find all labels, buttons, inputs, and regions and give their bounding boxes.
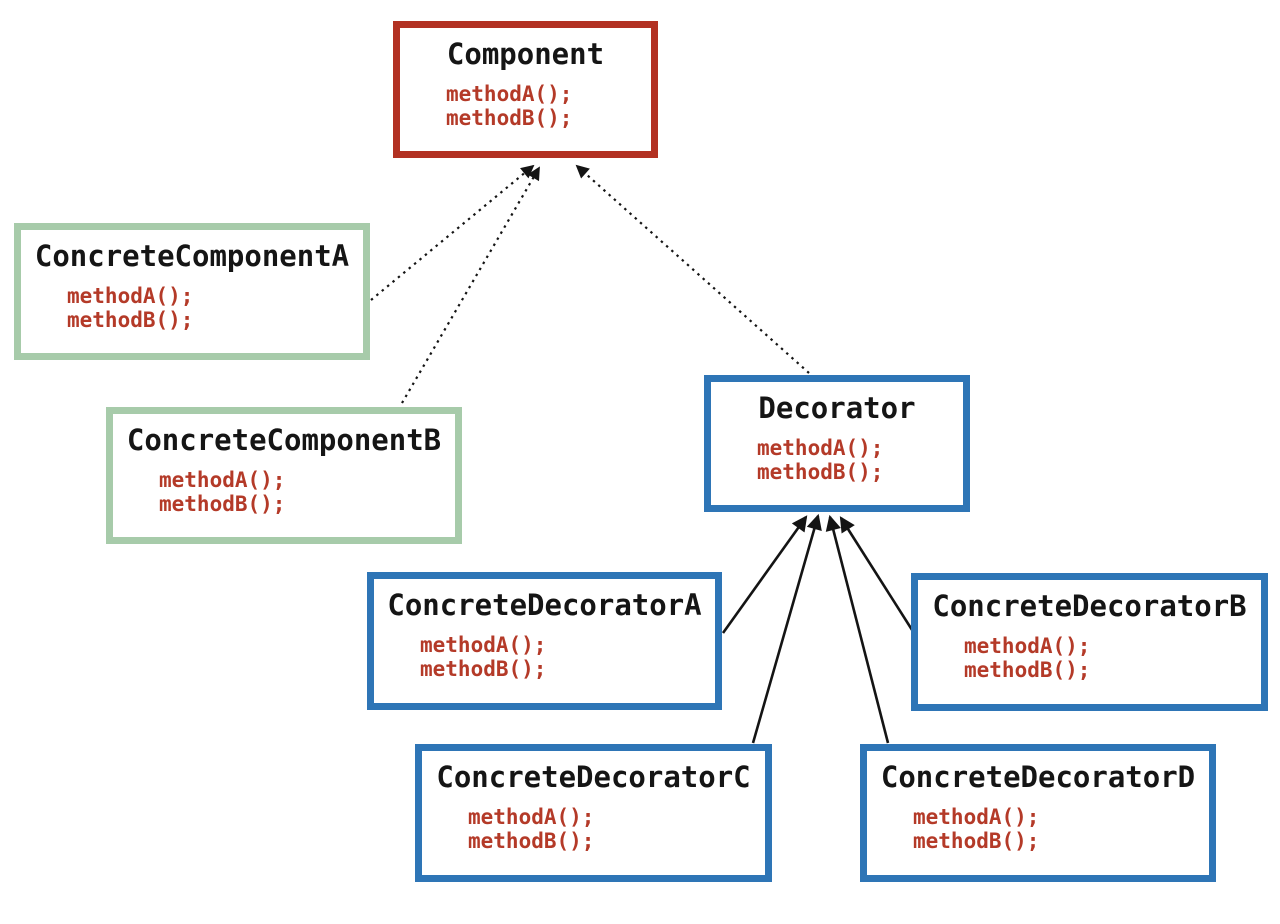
method-line: methodB();	[913, 829, 1040, 853]
method-line: methodA();	[420, 633, 547, 657]
class-title-component: Component	[446, 37, 605, 71]
arrow-concrete-decorator-a-to-decorator	[721, 515, 808, 634]
class-methods-concrete-component-b: methodA();methodB();	[159, 468, 455, 516]
arrow-concrete-component-b-to-component	[401, 166, 540, 404]
class-methods-concrete-decorator-c: methodA();methodB();	[468, 805, 765, 853]
method-line: methodB();	[468, 829, 595, 853]
class-box-component: Component methodA();methodB();	[393, 21, 658, 158]
method-line: methodA();	[964, 634, 1091, 658]
arrow-concrete-decorator-b-to-decorator	[839, 516, 916, 634]
class-box-concrete-decorator-c: ConcreteDecoratorC methodA();methodB();	[415, 744, 772, 882]
class-box-concrete-decorator-a: ConcreteDecoratorA methodA();methodB();	[367, 572, 722, 710]
method-line: methodB();	[420, 657, 547, 681]
method-line: methodB();	[446, 106, 573, 130]
class-box-concrete-component-b: ConcreteComponentB methodA();methodB();	[106, 407, 462, 544]
class-methods-concrete-decorator-a: methodA();methodB();	[420, 633, 715, 681]
method-line: methodA();	[913, 805, 1040, 829]
arrow-concrete-decorator-d-to-decorator	[825, 514, 890, 744]
class-box-concrete-decorator-b: ConcreteDecoratorB methodA();methodB();	[911, 573, 1268, 711]
class-box-concrete-decorator-d: ConcreteDecoratorD methodA();methodB();	[860, 744, 1216, 882]
class-title-concrete-decorator-c: ConcreteDecoratorC	[436, 760, 751, 794]
method-line: methodB();	[159, 492, 286, 516]
method-line: methodA();	[159, 468, 286, 492]
method-line: methodA();	[468, 805, 595, 829]
method-line: methodB();	[67, 308, 194, 332]
arrow-decorator-to-component	[575, 164, 810, 374]
class-methods-component: methodA();methodB();	[446, 82, 651, 130]
method-line: methodA();	[67, 284, 194, 308]
arrow-concrete-component-a-to-component	[370, 164, 535, 301]
class-title-concrete-decorator-d: ConcreteDecoratorD	[880, 760, 1196, 794]
method-line: methodA();	[757, 436, 884, 460]
arrow-concrete-decorator-c-to-decorator	[751, 513, 822, 744]
class-methods-concrete-component-a: methodA();methodB();	[67, 284, 363, 332]
class-title-concrete-decorator-b: ConcreteDecoratorB	[932, 589, 1247, 623]
class-title-decorator: Decorator	[758, 391, 916, 425]
class-methods-concrete-decorator-d: methodA();methodB();	[913, 805, 1209, 853]
class-methods-decorator: methodA();methodB();	[757, 436, 963, 484]
class-title-concrete-decorator-a: ConcreteDecoratorA	[387, 588, 702, 622]
class-box-concrete-component-a: ConcreteComponentA methodA();methodB();	[14, 223, 370, 360]
method-line: methodB();	[964, 658, 1091, 682]
class-box-decorator: Decorator methodA();methodB();	[704, 375, 970, 512]
method-line: methodA();	[446, 82, 573, 106]
class-methods-concrete-decorator-b: methodA();methodB();	[964, 634, 1261, 682]
class-title-concrete-component-a: ConcreteComponentA	[34, 239, 350, 273]
class-title-concrete-component-b: ConcreteComponentB	[126, 423, 442, 457]
method-line: methodB();	[757, 460, 884, 484]
